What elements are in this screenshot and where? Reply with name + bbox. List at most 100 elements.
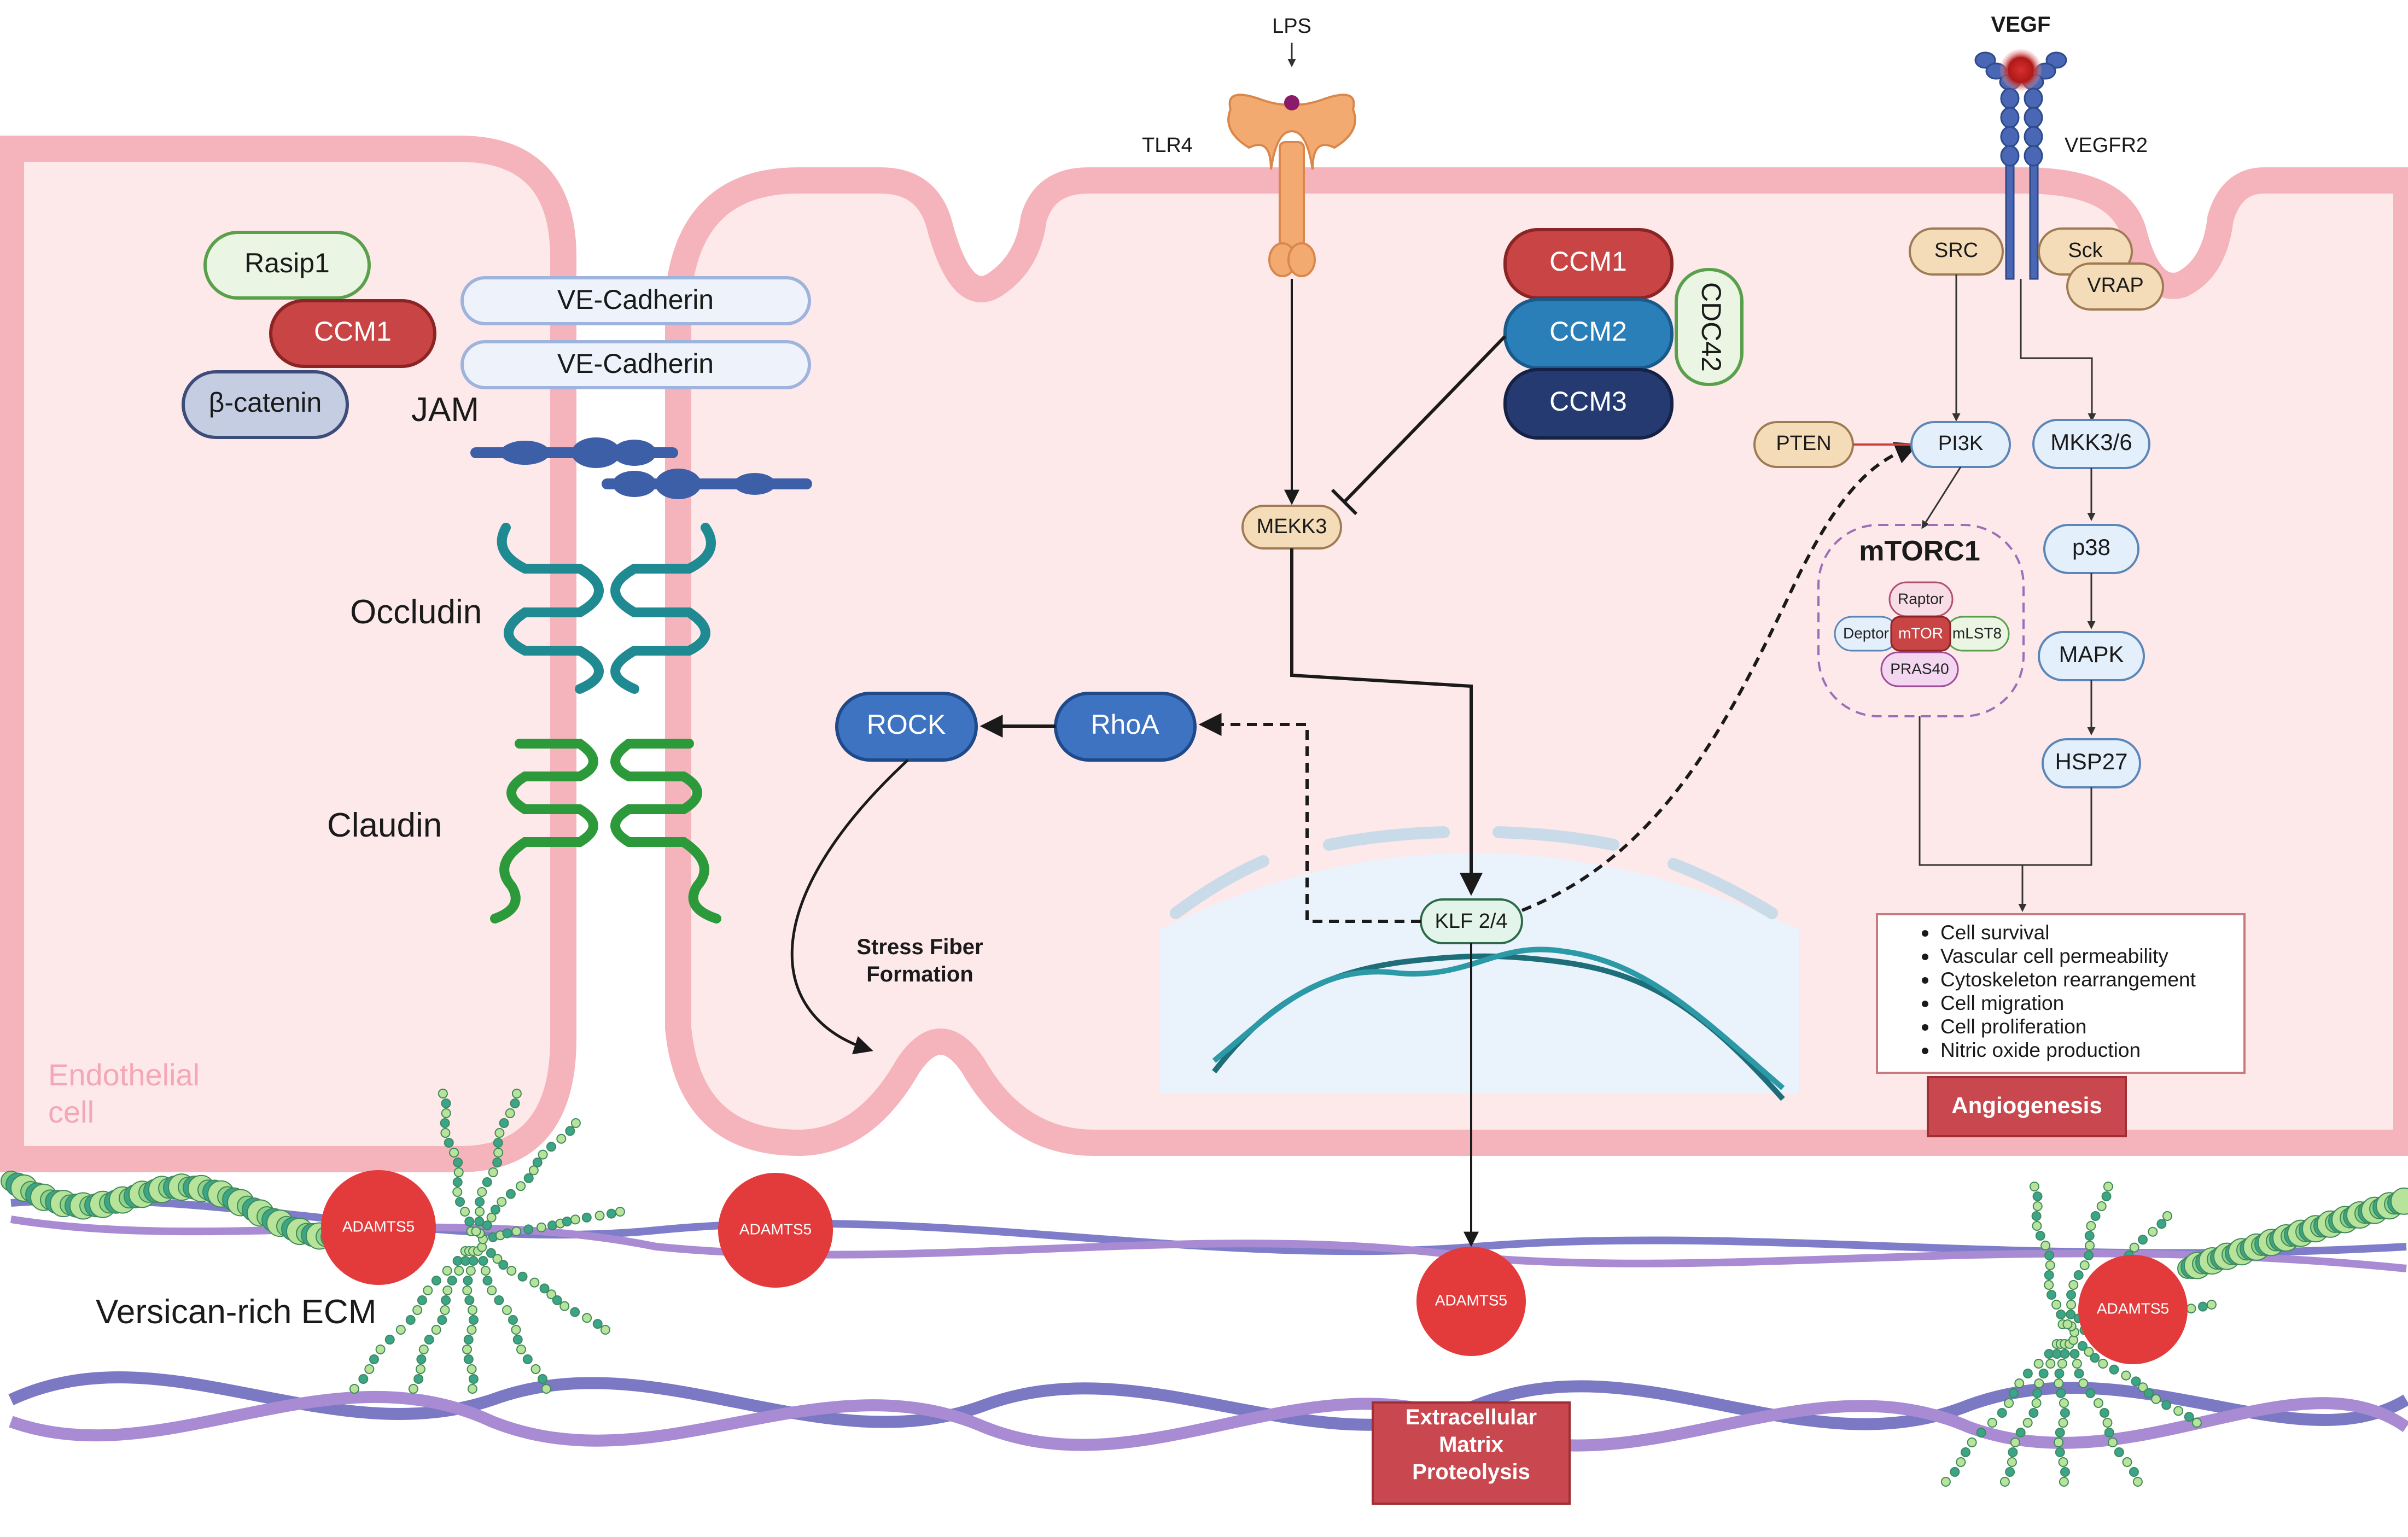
versican-bead — [482, 1177, 492, 1187]
versican-bead — [395, 1325, 406, 1335]
pi3k-to-mtorc1-arrow — [1921, 466, 1962, 529]
versican-bead — [2010, 1437, 2020, 1447]
versican-bead — [2099, 1408, 2109, 1418]
versican-bead — [511, 1089, 522, 1098]
versican-bead — [437, 1315, 447, 1325]
mapk-pill: MAPK — [2038, 631, 2145, 681]
versican-bead — [449, 1148, 459, 1158]
versican-bead — [413, 1374, 424, 1384]
versican-bead — [454, 1266, 464, 1276]
versican-bead — [552, 1295, 562, 1305]
versican-bead — [516, 1181, 526, 1191]
versican-bead — [570, 1118, 581, 1128]
versican-bead — [2008, 1447, 2018, 1457]
versican-bead — [2032, 1191, 2043, 1201]
versican-bead — [2090, 1211, 2101, 1221]
versican-bead — [2062, 1319, 2073, 1329]
versican-bead — [2015, 1428, 2026, 1437]
versican-bead — [2060, 1467, 2070, 1477]
versican-bead — [2143, 1388, 2154, 1398]
versican-bead — [592, 1319, 603, 1329]
versican-bead — [2045, 1359, 2056, 1369]
ecm-label: Versican-rich ECM — [96, 1293, 376, 1331]
versican-bead — [441, 1098, 451, 1108]
ccm2-pill: CCM2 — [1503, 298, 1674, 370]
versican-bead — [441, 1295, 451, 1305]
versican-bead — [2084, 1347, 2094, 1357]
versican-bead — [442, 1285, 453, 1295]
versican-bead — [1987, 1418, 1997, 1428]
versican-bead — [2129, 1242, 2139, 1253]
vrap-pill: VRAP — [2066, 262, 2164, 311]
outcome-item: Cell migration — [1940, 992, 2064, 1014]
p38-pill: p38 — [2043, 524, 2139, 574]
svg-text:CCM1: CCM1 — [314, 316, 392, 347]
versican-bead — [486, 1212, 497, 1223]
versican-bead — [562, 1217, 572, 1226]
versican-bead — [2148, 1226, 2158, 1237]
endothelial-cell-label-1: Endothelial — [48, 1057, 200, 1092]
rock-pill: ROCK — [835, 692, 978, 762]
versican-bead — [490, 1205, 500, 1215]
versican-bead — [2085, 1388, 2096, 1398]
versican-bead — [536, 1222, 546, 1232]
outcome-item: Cytoskeleton rearrangement — [1940, 968, 2196, 991]
svg-text:Raptor: Raptor — [1898, 590, 1944, 607]
occludin-protein — [497, 523, 716, 694]
versican-bead — [431, 1325, 441, 1335]
versican-bead — [453, 1167, 464, 1177]
adamts5-enzyme-1: ADAMTS5 — [321, 1170, 436, 1285]
versican-bead — [424, 1335, 434, 1345]
versican-bead — [581, 1212, 592, 1223]
versican-bead — [440, 1305, 450, 1315]
versican-bead — [538, 1149, 548, 1160]
versican-bead — [2038, 1369, 2049, 1378]
outcome-bullet — [1922, 977, 1928, 984]
versican-bead — [417, 1295, 427, 1305]
stress-fiber-label-1: Stress Fiber — [856, 935, 983, 959]
pi3k-pill: PI3K — [1910, 421, 2011, 468]
versican-bead — [2073, 1270, 2084, 1280]
versican-bead — [2102, 1418, 2113, 1428]
versican-bead — [2044, 1270, 2054, 1280]
versican-bead — [556, 1133, 567, 1144]
dna-helix — [1212, 946, 1785, 1101]
versican-bead — [465, 1266, 476, 1276]
versican-bead — [438, 1089, 448, 1098]
outcome-bullet — [1922, 930, 1928, 937]
versican-bead — [530, 1364, 541, 1374]
versican-bead — [541, 1384, 551, 1394]
ccm3-pill: CCM3 — [1503, 368, 1674, 440]
versican-bead — [2032, 1221, 2042, 1231]
versican-bead — [2040, 1241, 2051, 1250]
svg-text:Deptor: Deptor — [1843, 624, 1889, 641]
versican-bead — [498, 1260, 509, 1270]
versican-bead — [455, 1197, 465, 1207]
inhibit-bar — [1331, 488, 1358, 516]
klf24-pill: KLF 2/4 — [1420, 898, 1523, 944]
svg-text:ROCK: ROCK — [867, 709, 946, 740]
versican-bead — [1976, 1428, 1986, 1437]
versican-bead — [2058, 1457, 2068, 1467]
svg-text:Angiogenesis: Angiogenesis — [1951, 1092, 2102, 1118]
versican-bead — [2098, 1359, 2108, 1369]
versican-bead — [2029, 1182, 2039, 1191]
versican-bead — [505, 1189, 516, 1199]
versican-bead — [2103, 1182, 2113, 1191]
versican-bead — [463, 1276, 473, 1285]
versican-bead — [2044, 1280, 2054, 1290]
versican-bead — [2074, 1369, 2084, 1378]
versican-bead — [2069, 1349, 2080, 1359]
versican-bead — [463, 1335, 474, 1345]
svg-text:CCM2: CCM2 — [1549, 316, 1627, 347]
versican-bead — [462, 1345, 473, 1354]
mkk36-pill: MKK3/6 — [2032, 419, 2150, 469]
svg-text:CCM1: CCM1 — [1549, 246, 1627, 277]
cdc42-pill: CDC42 — [1675, 268, 1744, 386]
versican-bead — [511, 1226, 522, 1236]
versican-bead — [2090, 1353, 2100, 1363]
versican-bead — [2151, 1394, 2161, 1404]
angiogenesis-box: Angiogenesis — [1927, 1076, 2127, 1137]
versican-bead — [492, 1158, 503, 1167]
